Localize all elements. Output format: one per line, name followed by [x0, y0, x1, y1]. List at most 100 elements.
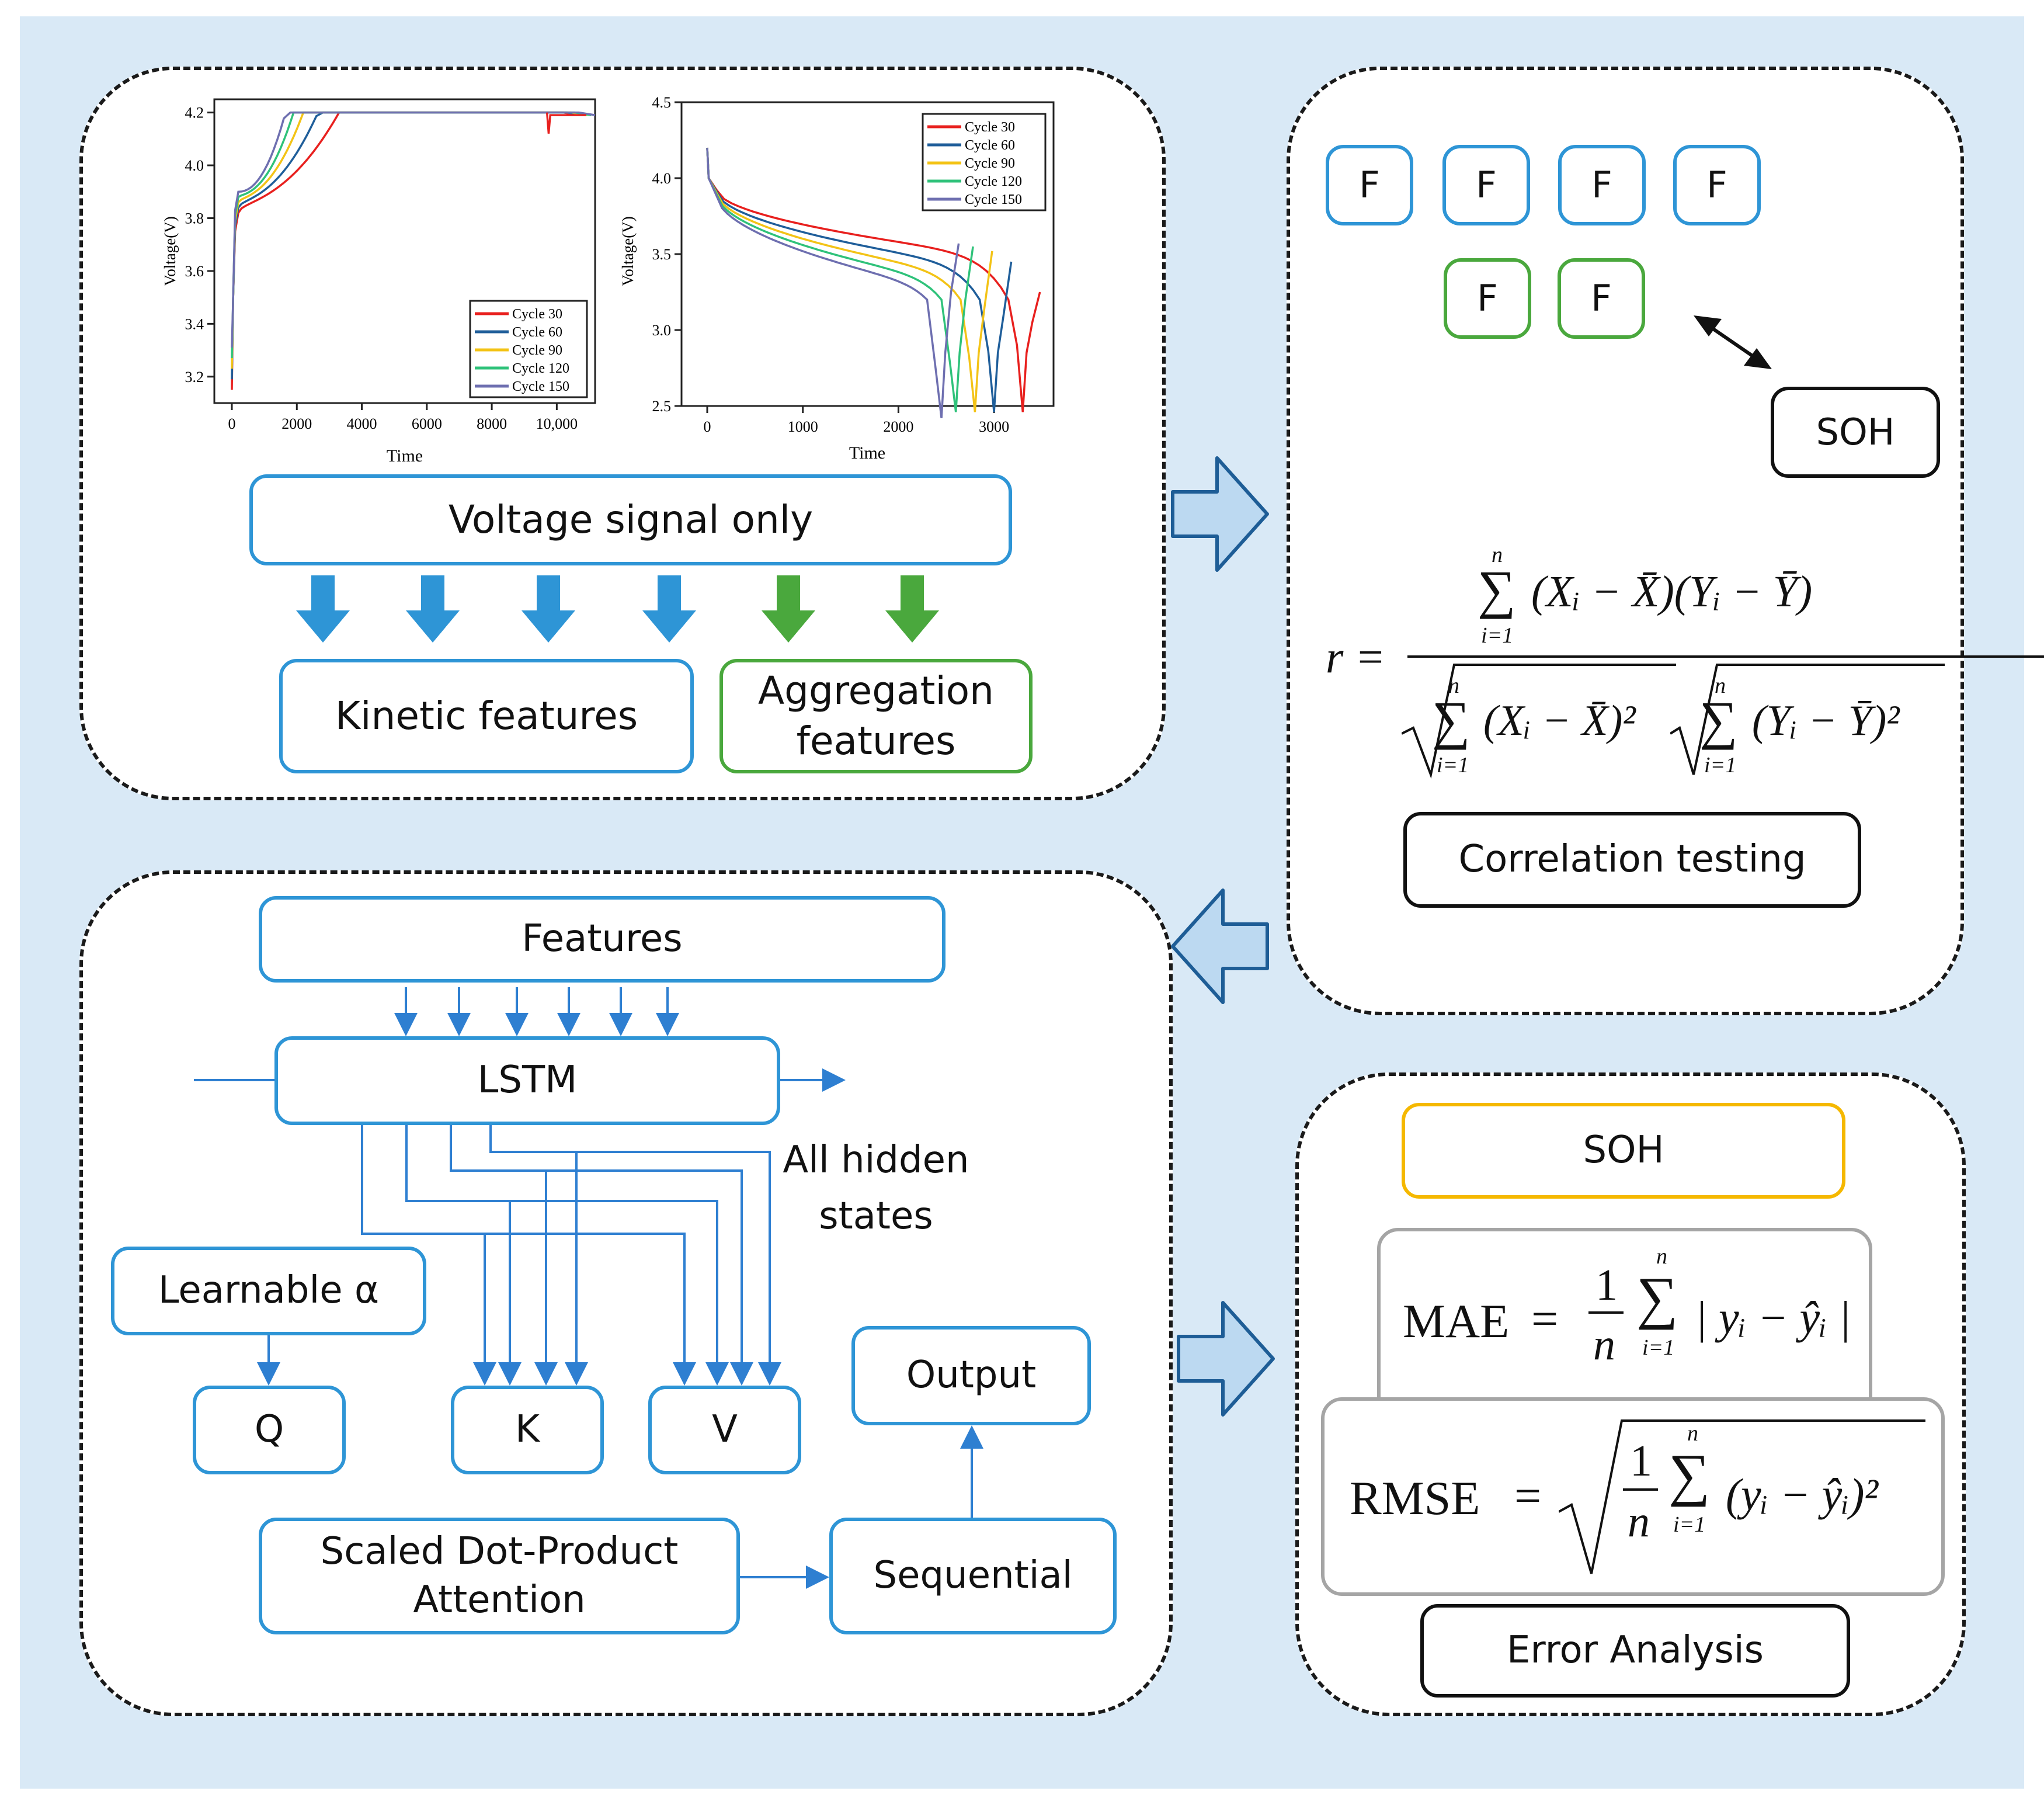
sqrt-sign: [1559, 1419, 1925, 1574]
chart2-xtick-label: 3000: [979, 418, 1009, 435]
pearson-formula: r = n ∑ i=1 (Xᵢ − X̄)(Yᵢ − Ȳ) n ∑ i=1 (X…: [1314, 543, 2044, 789]
learnable-alpha-label: Learnable α: [158, 1269, 380, 1313]
equals-sign: =: [1531, 1292, 1559, 1345]
error-analysis-box: Error Analysis: [1420, 1604, 1850, 1698]
feature-box-label: F: [1591, 276, 1612, 320]
rmse-formula-box: RMSE = 1 n n ∑ i=1 (yᵢ − ŷᵢ)²: [1321, 1397, 1945, 1596]
aggregation-features-box: Aggregation features: [719, 659, 1033, 773]
soh-output-label: SOH: [1583, 1129, 1664, 1172]
discharge-voltage-chart: 2.5 3.0 3.5 4.0 4.5 0 1000 2000 3000 Time Volta…: [619, 94, 1055, 463]
sum-symbol: ∑: [1699, 690, 1738, 750]
kinetic-features-box: Kinetic features: [279, 659, 694, 773]
frac-den: n: [1593, 1320, 1615, 1369]
chart2-xtick-label: 2000: [883, 418, 913, 435]
lstm-label: LSTM: [477, 1058, 578, 1102]
chart2-ytick-label: 3.0: [652, 322, 672, 339]
lstm-box: LSTM: [274, 1036, 780, 1125]
chart1-series-line: [231, 111, 580, 390]
feature-box-kinetic-2: F: [1442, 145, 1530, 225]
chart1-xtick-label: 10,000: [536, 415, 578, 432]
soh-target-box: SOH: [1771, 387, 1940, 478]
chart1-legend-label: Cycle 30: [512, 307, 562, 322]
arrow-to-model: [1171, 888, 1269, 1004]
error-analysis-label: Error Analysis: [1506, 1629, 1764, 1672]
chart1-legend-label: Cycle 90: [512, 343, 562, 358]
value-label: V: [712, 1408, 738, 1452]
chart1-series-line: [231, 111, 596, 348]
chart1-ytick-label: 4.0: [185, 157, 204, 174]
chart2-ytick-label: 2.5: [652, 398, 672, 415]
down-arrow-blue-2: [406, 575, 460, 643]
rmse-body: (yᵢ − ŷᵢ)²: [1726, 1469, 1878, 1520]
chart2-series-line: [706, 147, 974, 412]
output-box: Output: [851, 1326, 1091, 1425]
sum-upper: n: [1448, 674, 1459, 698]
chart2-legend-label: Cycle 90: [965, 156, 1015, 171]
formula-numerator: (Xᵢ − X̄)(Yᵢ − Ȳ): [1531, 567, 1813, 616]
attention-box: Scaled Dot-Product Attention: [259, 1518, 740, 1634]
sum-upper: n: [1715, 674, 1726, 698]
fraction-bar: [1623, 1488, 1658, 1491]
chart1-xtick-label: 4000: [347, 415, 377, 432]
chart1-series-line: [545, 112, 586, 134]
chart2-xtick-label: 0: [704, 418, 711, 435]
chart2-xlabel: Time: [849, 443, 885, 463]
chart2-legend-label: Cycle 30: [965, 120, 1015, 135]
key-label: K: [515, 1408, 540, 1452]
voltage-signal-box: Voltage signal only: [249, 474, 1012, 565]
chart1-legend-label: Cycle 150: [512, 379, 569, 394]
sum-upper: n: [1687, 1421, 1698, 1446]
features-input-box: Features: [259, 896, 945, 983]
chart2-ytick-label: 3.5: [652, 246, 672, 263]
rmse-formula: RMSE = 1 n n ∑ i=1 (yᵢ − ŷᵢ)²: [1338, 1409, 1928, 1584]
chart2-series-line: [706, 147, 1013, 412]
chart1-ytick-label: 3.2: [185, 369, 204, 386]
chart2-series-line: [706, 147, 960, 419]
voltage-signal-label: Voltage signal only: [448, 497, 814, 543]
down-arrow-blue-3: [522, 575, 575, 643]
mae-body: | yᵢ − ŷᵢ |: [1695, 1292, 1851, 1343]
feature-box-label: F: [1706, 163, 1727, 206]
feature-box-label: F: [1477, 276, 1498, 320]
key-box: K: [451, 1386, 604, 1474]
chart1-xtick-label: 8000: [477, 415, 507, 432]
down-arrow-green-2: [885, 575, 939, 643]
query-box: Q: [193, 1386, 346, 1474]
soh-target-label: SOH: [1816, 410, 1895, 453]
frac-num: 1: [1595, 1261, 1618, 1310]
query-label: Q: [254, 1408, 284, 1452]
output-label: Output: [906, 1353, 1037, 1397]
sum-lower: i=1: [1437, 753, 1469, 777]
chart1-ytick-label: 3.4: [185, 315, 204, 332]
feature-box-label: F: [1476, 163, 1497, 206]
chart2-xtick-label: 1000: [788, 418, 818, 435]
chart1-series-line: [231, 111, 584, 380]
feature-box-kinetic-3: F: [1558, 145, 1646, 225]
sum-symbol: ∑: [1478, 560, 1516, 619]
chart1-legend-label: Cycle 60: [512, 325, 562, 340]
mae-formula-box: MAE = 1 n n ∑ i=1 | yᵢ − ŷᵢ |: [1377, 1228, 1872, 1421]
value-box: V: [648, 1386, 801, 1474]
frac-den: n: [1628, 1497, 1650, 1546]
sum-symbol: ∑: [1636, 1265, 1678, 1330]
equals-sign: =: [1514, 1469, 1542, 1522]
chart1-legend-label: Cycle 120: [512, 361, 569, 376]
sum-lower: i=1: [1481, 623, 1514, 648]
chart2-ytick-label: 4.5: [652, 94, 672, 111]
chart1-xtick-label: 6000: [412, 415, 442, 432]
chart1-series-line: [231, 111, 592, 359]
sqrt-sign-y: [1670, 664, 1945, 775]
features-input-label: Features: [522, 917, 683, 961]
arrow-to-error-analysis: [1177, 1301, 1275, 1417]
feature-box-aggregation-2: F: [1558, 258, 1645, 339]
chart2-ytick-label: 4.0: [652, 170, 672, 187]
chart1-xtick-label: 0: [228, 415, 236, 432]
chart1-ytick-label: 3.6: [185, 263, 204, 280]
chart1-series-line: [231, 111, 588, 369]
chart2-ylabel: Voltage(V): [619, 216, 637, 286]
chart1-xlabel: Time: [387, 446, 423, 466]
formula-denominator-y: (Yᵢ − Ȳ)²: [1752, 697, 1900, 745]
